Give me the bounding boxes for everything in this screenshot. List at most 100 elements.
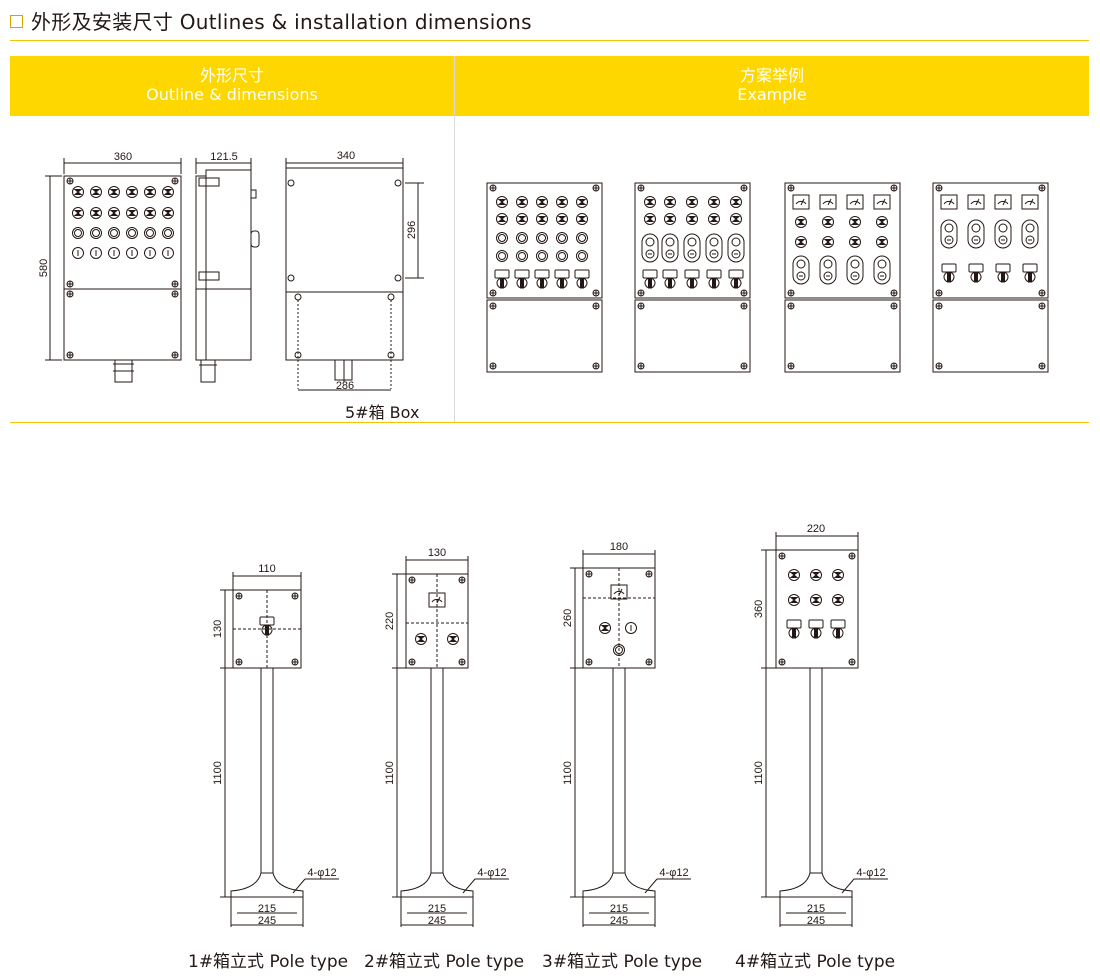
push-button-icon xyxy=(576,213,588,225)
push-button-icon xyxy=(576,196,588,208)
dim-mount-holes: 4-φ12 xyxy=(307,867,336,879)
push-button-icon xyxy=(644,196,656,208)
screw-icon xyxy=(848,552,856,560)
push-button-icon xyxy=(126,186,138,198)
double-button-icon xyxy=(873,255,891,285)
selector-switch-icon xyxy=(259,616,275,636)
screw-icon xyxy=(1038,184,1046,192)
screw-icon xyxy=(585,658,593,666)
dim-base-outer: 245 xyxy=(807,915,825,927)
dim-upper-height: 296 xyxy=(406,221,418,239)
switch-knob-icon xyxy=(90,247,102,259)
screw-icon xyxy=(458,576,466,584)
selector-switch-icon xyxy=(786,619,802,639)
push-button-icon xyxy=(664,196,676,208)
section-title: 外形及安装尺寸 Outlines & installation dimensio… xyxy=(10,6,532,34)
dim-side-depth: 121.5 xyxy=(210,151,238,163)
screw-icon xyxy=(235,658,243,666)
dim-mount-holes: 4-φ12 xyxy=(659,867,688,879)
screw-icon xyxy=(489,362,497,370)
push-button-icon xyxy=(108,186,120,198)
push-button-icon xyxy=(536,213,548,225)
band-left-en: Outline & dimensions xyxy=(146,85,318,104)
screw-icon xyxy=(740,184,748,192)
push-button-icon xyxy=(415,633,427,645)
example-panel xyxy=(932,182,1049,373)
selector-switch-icon xyxy=(494,269,510,289)
screw-icon xyxy=(637,302,645,310)
dim-back-width: 340 xyxy=(337,150,355,162)
dim-base-inner: 215 xyxy=(610,903,628,915)
dim-box-width: 220 xyxy=(807,523,825,535)
push-button-icon xyxy=(686,196,698,208)
screw-icon xyxy=(778,658,786,666)
screw-icon xyxy=(458,658,466,666)
double-button-icon xyxy=(940,219,958,249)
screw-icon xyxy=(489,289,497,297)
push-button-icon xyxy=(822,216,834,228)
box-caption: 5#箱 Box xyxy=(345,403,420,422)
double-button-icon xyxy=(661,233,679,263)
screw-icon xyxy=(287,179,402,359)
selector-switch-icon xyxy=(968,263,984,283)
indicator-lamp-icon xyxy=(576,232,588,244)
selector-switch-icon xyxy=(830,619,846,639)
push-button-icon xyxy=(126,207,138,219)
dim-box-width: 110 xyxy=(258,563,276,575)
screw-icon xyxy=(592,362,600,370)
dim-base-outer: 245 xyxy=(610,915,628,927)
indicator-lamp-icon xyxy=(90,227,102,239)
pole-caption-1: 1#箱立式 Pole type xyxy=(188,952,349,972)
push-button-icon xyxy=(849,236,861,248)
pole-shaft xyxy=(430,667,444,874)
screw-icon xyxy=(787,184,795,192)
double-button-icon xyxy=(846,255,864,285)
screw-icon xyxy=(935,302,943,310)
band-left-cn: 外形尺寸 xyxy=(199,66,264,85)
screw-icon xyxy=(935,289,943,297)
pole-base xyxy=(582,872,656,898)
dim-base-inner: 215 xyxy=(807,903,825,915)
push-button-icon xyxy=(556,196,568,208)
screw-icon xyxy=(1038,302,1046,310)
push-button-icon xyxy=(72,186,84,198)
dim-box-width: 130 xyxy=(428,547,446,559)
back-view-drawing xyxy=(285,158,424,391)
push-button-icon xyxy=(708,196,720,208)
screw-icon xyxy=(489,184,497,192)
push-button-icon xyxy=(496,196,508,208)
push-button-icon xyxy=(162,207,174,219)
dim-base-inner: 215 xyxy=(258,903,276,915)
front-view-drawing xyxy=(45,158,182,383)
double-button-icon xyxy=(994,219,1012,249)
push-button-icon xyxy=(686,213,698,225)
indicator-lamp-icon xyxy=(496,250,508,262)
push-button-icon xyxy=(72,207,84,219)
screw-icon xyxy=(778,552,786,560)
selector-switch-icon xyxy=(534,269,550,289)
pole-shaft xyxy=(260,667,274,874)
dim-pole-length: 1100 xyxy=(562,761,574,785)
indicator-lamp-icon xyxy=(556,232,568,244)
pole-caption-2: 2#箱立式 Pole type xyxy=(364,952,525,972)
screw-icon xyxy=(787,362,795,370)
pole-shaft xyxy=(612,667,626,874)
push-button-icon xyxy=(876,236,888,248)
screw-icon xyxy=(235,592,243,600)
push-button-icon xyxy=(162,186,174,198)
dim-box-width: 180 xyxy=(610,541,628,553)
push-button-icon xyxy=(795,236,807,248)
screw-icon xyxy=(592,289,600,297)
screw-icon xyxy=(787,289,795,297)
selector-switch-icon xyxy=(808,619,824,639)
push-button-icon xyxy=(810,569,822,581)
example-panels xyxy=(486,182,1049,373)
selector-switch-icon xyxy=(684,269,700,289)
selector-switch-icon xyxy=(1022,263,1038,283)
push-button-icon xyxy=(144,207,156,219)
dim-pole-length: 1100 xyxy=(212,761,224,785)
screw-icon xyxy=(66,177,179,359)
push-button-icon xyxy=(644,213,656,225)
